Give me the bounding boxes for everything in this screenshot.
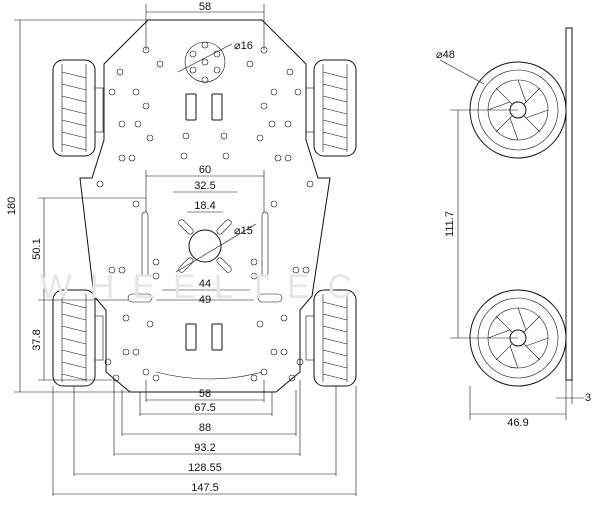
top-hole-pattern — [177, 41, 233, 84]
dim-left-180: 180 — [6, 197, 18, 215]
dim-side-width: 46.9 — [507, 417, 528, 429]
dim-bottom-88: 88 — [199, 422, 211, 434]
mounting-holes — [96, 46, 314, 382]
wheel-front-left — [52, 59, 104, 157]
long-slots — [127, 211, 283, 303]
dim-lines-side-view — [439, 59, 584, 420]
dim-top-width: 58 — [199, 1, 211, 13]
dim-lines-top-view — [14, 4, 357, 496]
side-view — [469, 27, 573, 387]
wheel-rear-right — [305, 289, 357, 387]
dim-bottom-58: 58 — [199, 388, 211, 400]
chassis-plate-outline — [79, 19, 331, 393]
center-mount — [175, 219, 257, 273]
dim-bottom-147-5: 147.5 — [191, 482, 219, 494]
dim-plate-thickness: 3 — [585, 392, 591, 404]
dim-inner-18-4: 18.4 — [194, 200, 215, 212]
dim-bottom-67-5: 67.5 — [194, 402, 215, 414]
dim-center-hole: ⌀15 — [234, 225, 253, 237]
watermark: WHEELTEC — [40, 268, 370, 306]
wheel-front-right — [305, 59, 357, 157]
dim-wheelbase: 111.7 — [444, 211, 456, 237]
dim-inner-44: 44 — [199, 278, 211, 290]
rect-slots — [185, 93, 223, 351]
dim-wheel-diameter: ⌀48 — [436, 49, 455, 61]
dim-top-hole: ⌀16 — [234, 40, 253, 52]
dim-left-37-8: 37.8 — [31, 329, 43, 350]
dim-inner-32-5: 32.5 — [194, 180, 215, 192]
dim-inner-60: 60 — [199, 164, 211, 176]
dim-left-50-1: 50.1 — [31, 238, 43, 259]
dim-bottom-128-55: 128.55 — [188, 462, 222, 474]
dim-inner-49: 49 — [199, 294, 211, 306]
dim-bottom-93-2: 93.2 — [194, 442, 215, 454]
chassis-bottom-notch — [155, 371, 263, 380]
